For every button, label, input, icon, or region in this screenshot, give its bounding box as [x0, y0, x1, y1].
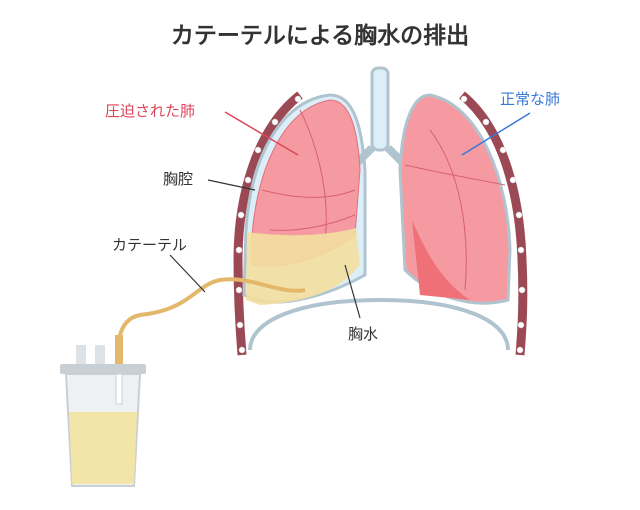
diagram-title: カテーテルによる胸水の排出: [170, 23, 470, 49]
diaphragm: [248, 297, 510, 351]
compressed-lung-label: 圧迫された肺: [105, 102, 196, 120]
pleural-cavity-label: 胸腔: [163, 170, 194, 188]
trachea: [370, 66, 390, 152]
normal-lung: [398, 93, 512, 305]
catheter-label: カテーテル: [112, 236, 188, 254]
drainage-bottle: [60, 335, 146, 487]
pleural-fluid-label: 胸水: [348, 325, 379, 343]
catheter: [116, 277, 306, 346]
pleural-fluid: [246, 228, 360, 305]
rib-dots: [235, 95, 526, 354]
normal-lung-label: 正常な肺: [500, 90, 561, 108]
